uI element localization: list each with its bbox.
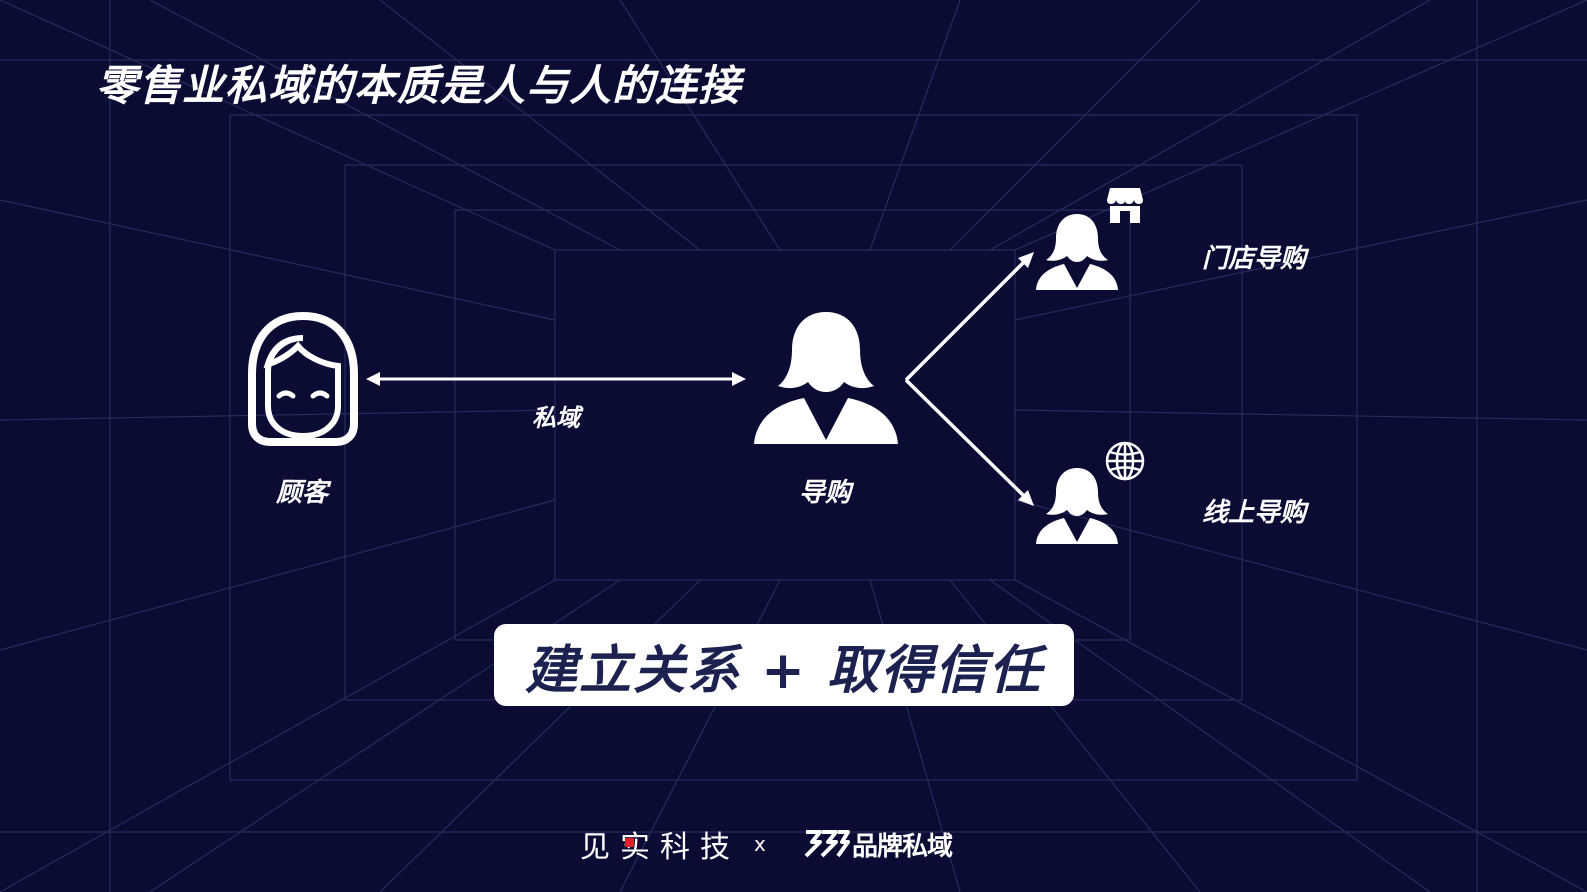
- slide-title: 零售业私域的本质是人与人的连接: [96, 61, 742, 110]
- double-arrow-icon: [366, 372, 746, 386]
- female-guide-icon: [754, 312, 898, 444]
- store-guide-icon: [1036, 214, 1118, 290]
- customer-label: 顾客: [275, 478, 329, 508]
- brand-accent-dot: [625, 838, 634, 847]
- branch-arrows-icon: [904, 252, 1034, 506]
- brand-private-domain-text: 品牌私域: [852, 832, 953, 862]
- key-message-text: 建立关系 + 取得信任: [525, 640, 1043, 701]
- store-icon: [1107, 188, 1143, 223]
- brand-jianshi-text: 见实科技: [580, 830, 740, 865]
- brand-jianshi-logo: 见实科技: [580, 822, 740, 866]
- globe-icon: [1105, 441, 1145, 481]
- guide-label: 导购: [798, 478, 852, 508]
- footer-brands: 见实科技 x 品牌私域: [0, 820, 1587, 870]
- store-guide-label: 门店导购: [1201, 244, 1307, 274]
- woman-face-icon: [248, 312, 358, 446]
- key-message-box: 建立关系 + 取得信任: [494, 624, 1074, 706]
- online-guide-label: 线上导购: [1201, 498, 1307, 528]
- brand-separator: x: [754, 832, 766, 856]
- private-domain-label: 私域: [532, 404, 580, 432]
- online-guide-icon: [1036, 468, 1118, 544]
- brand-private-domain-logo-mark: [804, 830, 850, 858]
